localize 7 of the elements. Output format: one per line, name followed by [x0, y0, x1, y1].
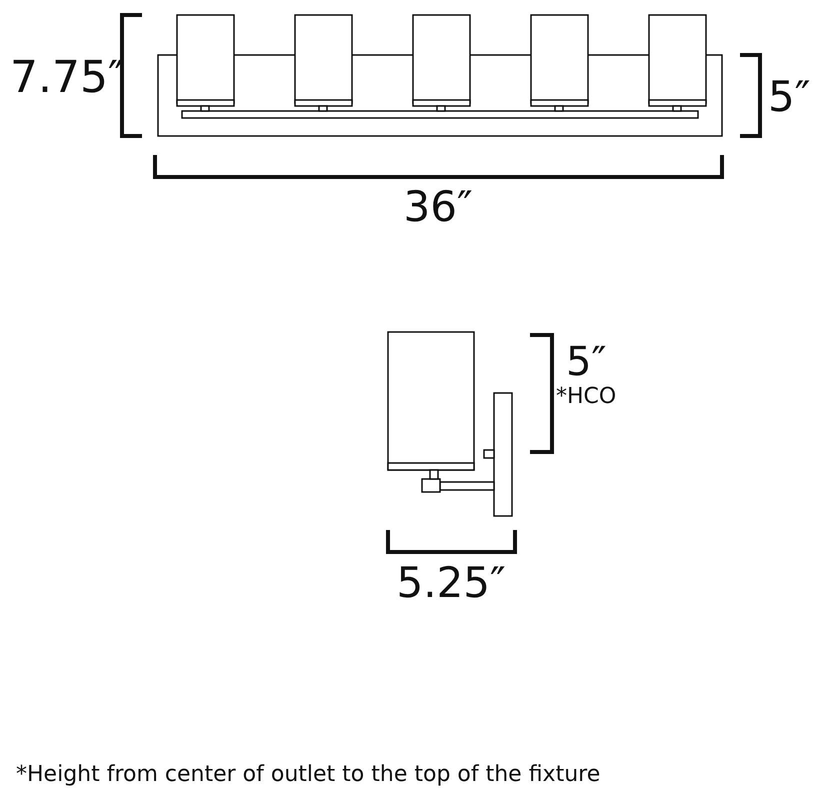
- dimension-label: 5″: [566, 342, 606, 382]
- dimension-label: 7.75″: [10, 56, 124, 100]
- footnote: *Height from center of outlet to the top of the fixture: [16, 764, 600, 786]
- dimension-label: 5″: [768, 76, 810, 118]
- dimension-label: 5.25″: [396, 562, 506, 604]
- dimension-note: *HCO: [556, 386, 616, 408]
- dimension-label: 36″: [404, 186, 473, 228]
